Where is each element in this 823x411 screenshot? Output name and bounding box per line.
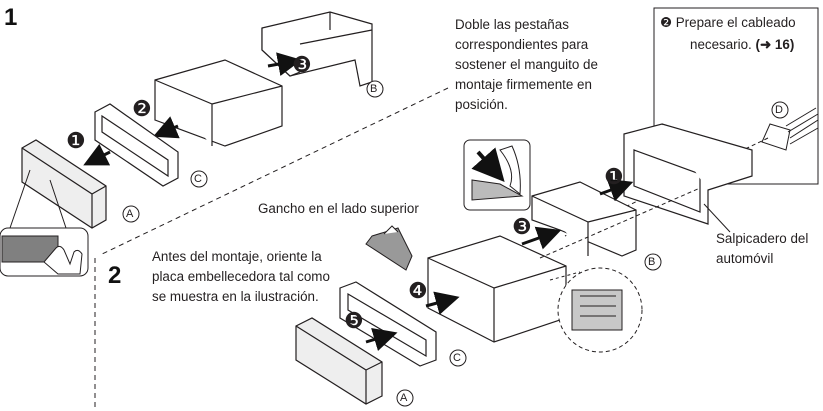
connector-inset xyxy=(557,267,643,353)
bend-tab-inset xyxy=(463,139,531,211)
label-a-top xyxy=(122,205,140,223)
letter-b-bottom: B xyxy=(648,256,656,268)
orient-callout-line-3: se muestra en la ilustración. xyxy=(152,289,319,304)
mounting-sleeve-b-top xyxy=(261,11,373,87)
wiring-callout-line-1: ❷ Prepare el cableado xyxy=(660,14,796,31)
faceplate-a-top xyxy=(21,139,107,229)
label-b-top xyxy=(366,80,384,98)
orient-callout-line-2: placa embellecedora tal como xyxy=(152,269,330,284)
release-button-detail xyxy=(0,227,89,277)
letter-a-bottom: A xyxy=(400,392,408,404)
section-divider xyxy=(94,87,449,411)
marker-1-bottom: ❶ xyxy=(604,164,624,189)
unit-body-top xyxy=(154,59,283,147)
letter-b-top: B xyxy=(370,83,378,95)
mounting-sleeve-b-bottom xyxy=(531,181,637,257)
marker-2-wiring: ❷ xyxy=(660,15,673,30)
wiring-necessary-text: necesario. xyxy=(690,37,752,52)
label-c-bottom xyxy=(449,349,467,367)
marker-2-top: ❷ xyxy=(132,96,152,121)
trim-plate-c-bottom xyxy=(339,281,437,367)
wiring-callout-line-2: necesario. (➜ 16) xyxy=(690,36,794,53)
label-b-bottom xyxy=(644,253,662,271)
trim-plate-c-top xyxy=(94,103,179,187)
bend-callout-line-1: Doble las pestañas xyxy=(455,17,569,32)
dashboard-opening xyxy=(623,123,753,225)
dashboard-callout-line-1: Salpicadero del xyxy=(716,231,809,246)
step-1-number: 1 xyxy=(4,4,18,31)
bend-callout-line-4: montaje firmemente en xyxy=(455,77,592,92)
marker-5: ❺ xyxy=(344,308,364,333)
marker-3-bottom: ❸ xyxy=(512,214,532,239)
letter-a-top: A xyxy=(126,208,134,220)
faceplate-a-bottom xyxy=(295,317,383,405)
unit-body-bottom xyxy=(427,235,567,343)
letter-c-bottom: C xyxy=(453,352,461,364)
letter-d: D xyxy=(775,104,783,116)
dashboard-callout-line-2: automóvil xyxy=(716,251,774,266)
hook-callout: Gancho en el lado superior xyxy=(258,201,419,216)
letter-c-top: C xyxy=(194,173,202,185)
bend-callout-line-3: sostener el manguito de xyxy=(455,57,598,72)
marker-4: ❹ xyxy=(408,278,428,303)
orient-callout-line-1: Antes del montaje, oriente la xyxy=(152,249,322,264)
wiring-page-ref: (➜ 16) xyxy=(755,37,795,52)
bend-callout-line-2: correspondientes para xyxy=(455,37,589,52)
label-c-top xyxy=(190,170,208,188)
marker-3-top: ❸ xyxy=(292,52,312,77)
marker-1-top: ❶ xyxy=(66,128,86,153)
hook-detail xyxy=(365,225,413,271)
bend-callout-line-5: posición. xyxy=(455,97,508,112)
wiring-prepare-text: Prepare el cableado xyxy=(675,15,796,30)
step-2-number: 2 xyxy=(108,262,122,289)
label-d xyxy=(771,101,789,119)
label-a-bottom xyxy=(396,389,414,407)
